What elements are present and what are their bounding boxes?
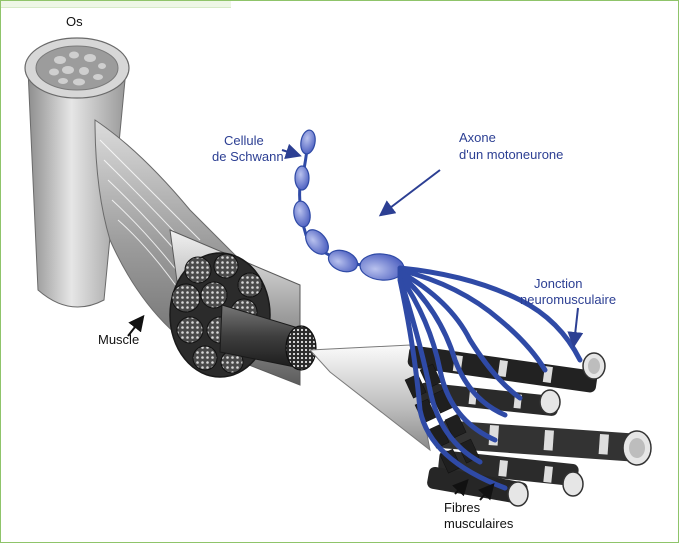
label-fibres-line2: musculaires xyxy=(444,516,513,531)
schwann-arrow xyxy=(282,150,298,155)
label-schwann-line1: Cellule xyxy=(224,133,264,148)
label-schwann-line2: de Schwann xyxy=(212,149,284,164)
label-axone-line1: Axone xyxy=(459,130,496,145)
label-axone-line2: d'un motoneurone xyxy=(459,147,563,162)
label-fibres-line1: Fibres xyxy=(444,500,480,515)
jonction-arrow xyxy=(574,308,578,344)
label-jonction-line2: neuromusculaire xyxy=(520,292,616,307)
label-jonction-line1: Jonction xyxy=(534,276,582,291)
axone-arrow xyxy=(382,170,440,214)
label-os: Os xyxy=(66,14,83,29)
schwann-cells xyxy=(292,129,405,282)
label-muscle: Muscle xyxy=(98,332,139,347)
